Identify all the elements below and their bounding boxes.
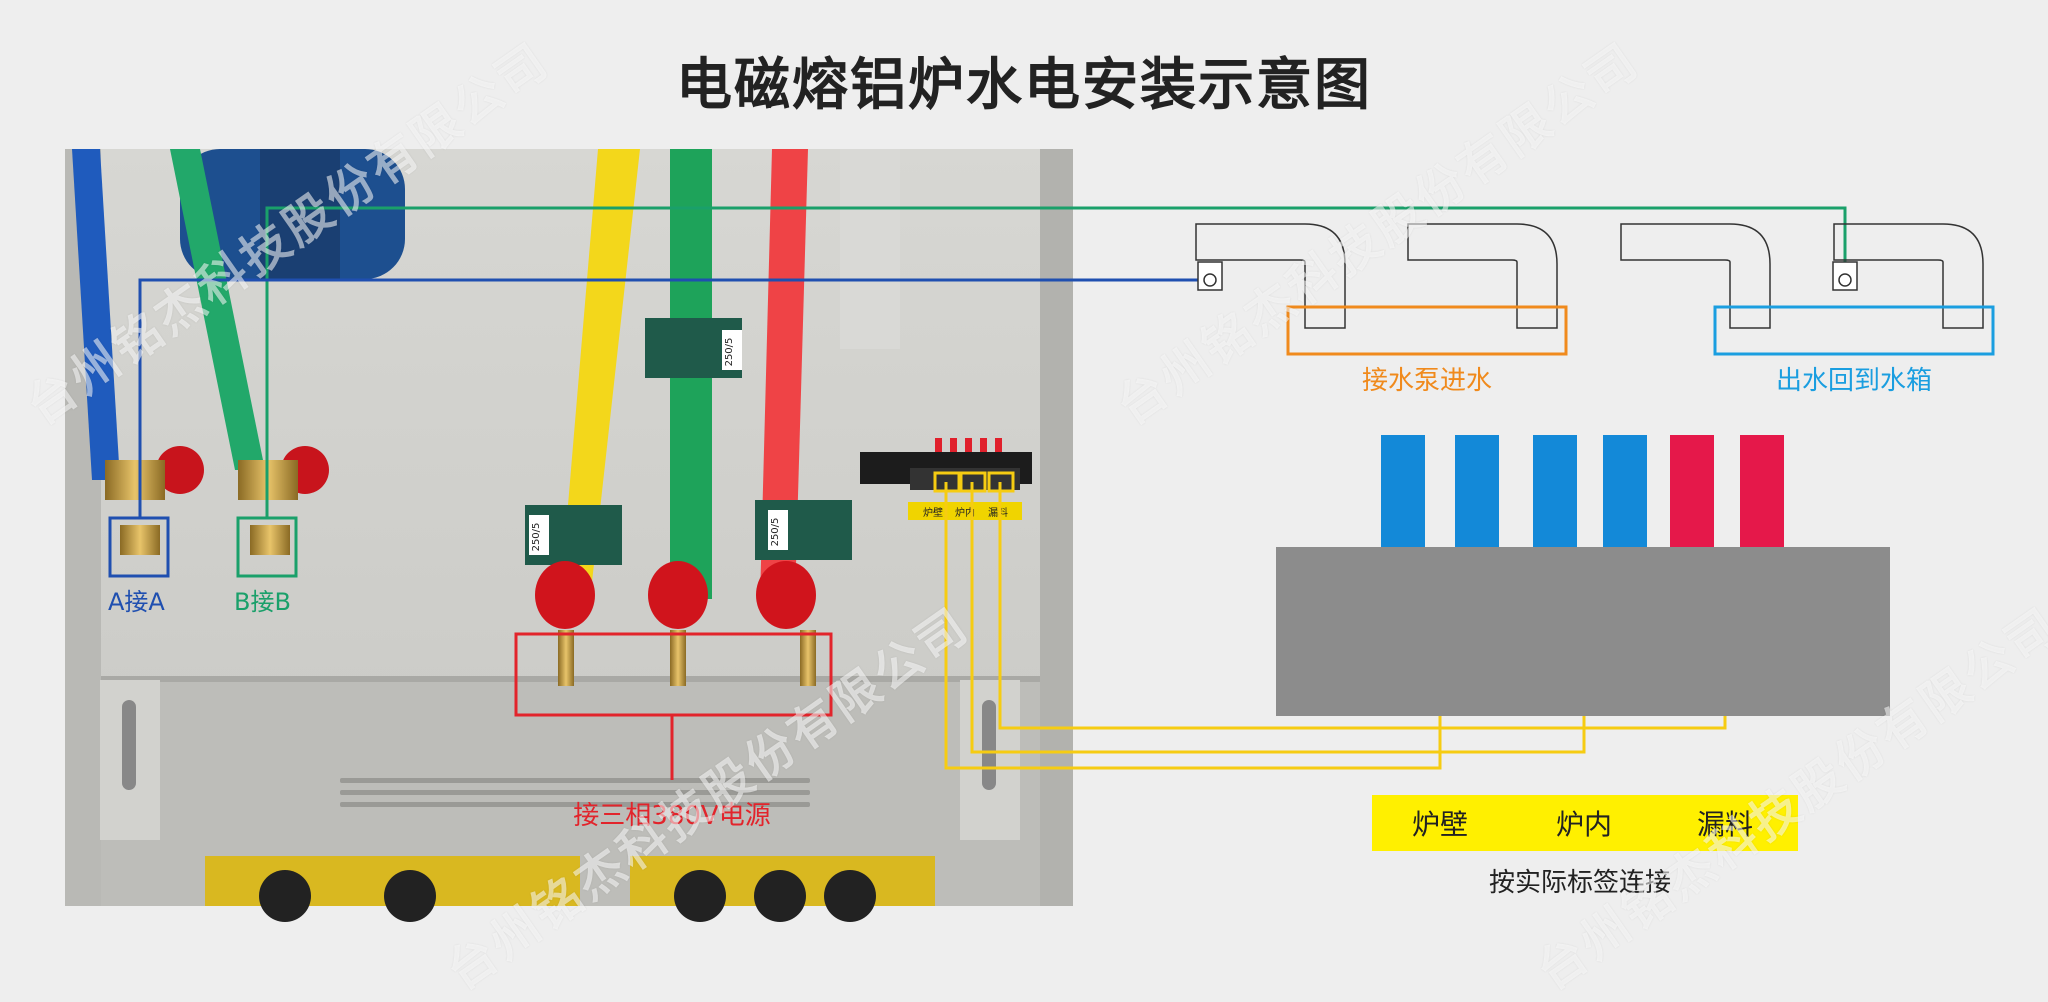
wire-yellow-leak bbox=[998, 482, 1727, 730]
installation-diagram: 250/5 250/5 250/5 炉壁 炉内 漏料 bbox=[65, 149, 1995, 922]
label-a-to-a: A接A bbox=[108, 588, 165, 616]
pipe-3 bbox=[1620, 223, 1771, 329]
label-leak: 漏料 bbox=[1697, 808, 1753, 841]
terminal-tag-inner: 炉内 bbox=[955, 506, 975, 519]
tube-blue-2 bbox=[1455, 435, 1499, 547]
pipe-2 bbox=[1407, 223, 1558, 329]
cabinet-right-duct bbox=[840, 149, 900, 349]
terminal-tag-wall: 炉壁 bbox=[923, 506, 943, 519]
furnace-body bbox=[1276, 547, 1890, 716]
pipe-lug-hole-inlet bbox=[1203, 273, 1217, 287]
busbar-yellow bbox=[560, 149, 640, 600]
tube-blue-3 bbox=[1533, 435, 1577, 547]
wire-yellow-wall bbox=[944, 482, 1442, 770]
terminal-a bbox=[105, 446, 204, 555]
label-power: 接三相380V电源 bbox=[573, 801, 770, 831]
terminal-highlight bbox=[933, 471, 1015, 493]
current-transformer-right: 250/5 bbox=[755, 500, 852, 560]
furnace-tubes bbox=[1381, 435, 1784, 547]
label-wall: 炉壁 bbox=[1412, 808, 1468, 841]
wire-blue-a-to-inlet bbox=[138, 278, 1208, 518]
current-transformer-left: 250/5 bbox=[525, 505, 622, 565]
tube-blue-4 bbox=[1603, 435, 1647, 547]
wire-caps bbox=[935, 438, 1002, 452]
current-transformer-middle: 250/5 bbox=[645, 318, 742, 378]
pipe-1 bbox=[1195, 223, 1346, 329]
label-inner: 炉内 bbox=[1556, 808, 1612, 841]
busbar-red bbox=[760, 149, 808, 600]
water-pipes bbox=[1195, 223, 1984, 329]
ct-rating-label: 250/5 bbox=[724, 338, 735, 367]
wire-yellow-inner bbox=[970, 482, 1586, 754]
pipe-4 bbox=[1833, 223, 1984, 329]
blue-cable bbox=[72, 149, 120, 480]
phase-insulators bbox=[535, 561, 816, 686]
outlet-group-box bbox=[1713, 305, 1995, 356]
tube-red-1 bbox=[1670, 435, 1714, 547]
tube-blue-1 bbox=[1381, 435, 1425, 547]
cabinet-photo: 250/5 250/5 250/5 炉壁 炉内 漏料 bbox=[65, 149, 1073, 922]
label-note: 按实际标签连接 bbox=[1489, 868, 1671, 898]
highlight-terminal-a bbox=[108, 516, 170, 578]
vent-slots bbox=[340, 778, 810, 807]
inlet-group-box bbox=[1286, 305, 1568, 356]
terminal-tag-leak: 漏料 bbox=[988, 506, 1008, 519]
highlight-power-terminals bbox=[514, 632, 833, 717]
label-b-to-b: B接B bbox=[234, 588, 291, 616]
green-cable bbox=[170, 149, 265, 470]
label-inlet: 接水泵进水 bbox=[1362, 366, 1492, 396]
wire-green-b-to-outlet bbox=[265, 206, 1847, 518]
sensor-label-bar bbox=[1372, 795, 1798, 851]
ct-rating-label: 250/5 bbox=[531, 523, 542, 552]
label-outlet: 出水回到水箱 bbox=[1776, 366, 1932, 396]
tube-red-2 bbox=[1740, 435, 1784, 547]
ct-rating-label: 250/5 bbox=[770, 518, 781, 547]
pipe-lug-hole-outlet bbox=[1838, 273, 1852, 287]
highlight-terminal-b bbox=[236, 516, 298, 578]
cabinet-right-rail bbox=[1040, 149, 1073, 906]
page-title: 电磁熔铝炉水电安装示意图 bbox=[676, 53, 1372, 118]
